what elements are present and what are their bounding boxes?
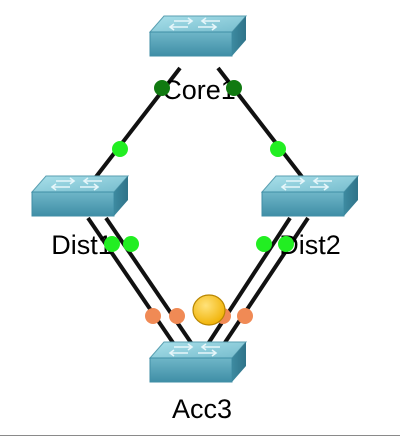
link-light-dist2-to-acc3-a <box>256 236 272 252</box>
device-core1[interactable] <box>148 15 248 57</box>
switch-side-face <box>114 176 128 216</box>
link-light-dist2-to-acc3-b <box>278 236 294 252</box>
switch-front-face <box>149 31 233 57</box>
link-light-acc3-to-dist1-b <box>169 308 185 324</box>
device-dist1[interactable] <box>30 175 130 217</box>
link-light-layer <box>104 80 294 324</box>
switch-top-face <box>148 341 248 359</box>
link-light-dist1-to-core1 <box>112 141 128 157</box>
switch-top-face <box>30 175 130 193</box>
switch-arrows-icon <box>50 177 102 191</box>
switch-arrows-icon <box>168 17 220 31</box>
switch-front-face <box>149 357 233 383</box>
pdu-envelope-icon[interactable] <box>192 294 226 326</box>
switch-top-face <box>260 175 360 193</box>
switch-arrows-icon <box>168 343 220 357</box>
link-dist2-acc3-a[interactable] <box>202 216 292 352</box>
device-label-acc3: Acc3 <box>172 394 232 424</box>
switch-side-face <box>232 342 246 382</box>
link-dist2-acc3-b[interactable] <box>218 216 310 352</box>
device-dist2[interactable] <box>260 175 360 217</box>
frame-bottom-border <box>0 435 400 436</box>
link-light-dist2-to-core1 <box>270 141 286 157</box>
switch-top-face <box>148 15 248 33</box>
link-dist1-acc3-a[interactable] <box>86 216 180 352</box>
switch-side-face <box>232 16 246 56</box>
link-dist1-acc3-b[interactable] <box>104 216 198 352</box>
link-light-dist1-to-acc3-a <box>104 236 120 252</box>
link-light-core1-to-dist1 <box>154 80 170 96</box>
link-light-dist1-to-acc3-b <box>123 236 139 252</box>
link-light-acc3-to-dist2-b <box>237 308 253 324</box>
link-light-core1-to-dist2 <box>226 80 242 96</box>
link-light-acc3-to-dist1-a <box>145 308 161 324</box>
device-label-core1: Core1 <box>162 75 236 105</box>
device-acc3[interactable] <box>148 341 248 383</box>
switch-front-face <box>31 191 115 217</box>
switch-front-face <box>261 191 345 217</box>
switch-side-face <box>344 176 358 216</box>
switch-arrows-icon <box>280 177 332 191</box>
device-label-dist1: Dist1 <box>51 230 113 260</box>
